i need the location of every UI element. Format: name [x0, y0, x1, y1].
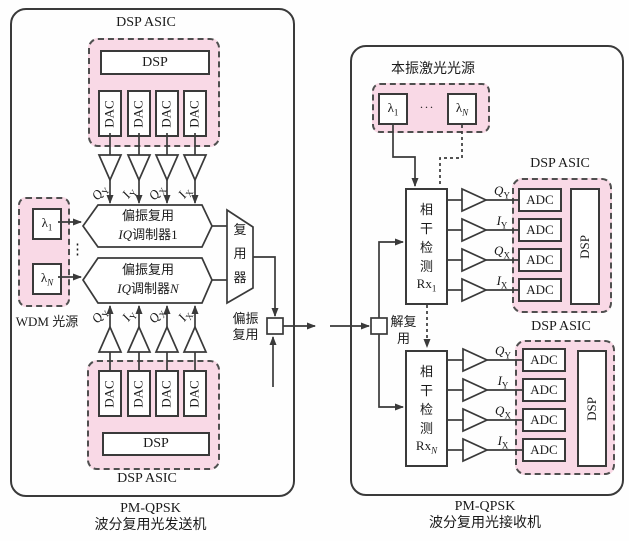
- polmux-label: 偏振复用: [232, 311, 259, 342]
- mux-label: 复用器: [233, 222, 247, 285]
- dsp-label: DSP: [576, 234, 592, 259]
- tx-dsp-bottom-box: DSP: [102, 432, 210, 456]
- dac-box-bot-1: DAC: [98, 370, 122, 417]
- dac-box-top-2: DAC: [127, 90, 151, 137]
- signal-label: QX: [495, 403, 511, 421]
- dac-label: DAC: [159, 379, 175, 408]
- receiver-outer-box: [350, 45, 624, 496]
- transmitter-outer-box: [10, 8, 295, 497]
- signal-label: IY: [496, 213, 508, 231]
- signal-label: IX: [496, 273, 508, 291]
- adc-label: ADC: [526, 282, 554, 297]
- dsp-label: DSP: [583, 396, 599, 421]
- adc-label: ADC: [530, 412, 558, 427]
- rx-dsp-vertical-box: DSP: [570, 188, 600, 305]
- tx-caption: PM-QPSK 波分复用光发送机: [94, 501, 207, 533]
- signal-label: IX: [497, 433, 509, 451]
- tx-dsp-asic-bottom-label: DSP ASIC: [117, 471, 177, 486]
- adc-label: ADC: [526, 222, 554, 237]
- wdm-source-label: WDM 光源: [15, 314, 79, 329]
- adc-box: ADC: [518, 248, 562, 272]
- lo-hdots: ···: [419, 100, 435, 114]
- lo-lambda-n-box: λN: [447, 93, 477, 125]
- adc-box: ADC: [522, 378, 566, 402]
- tx-dsp-asic-top-label: DSP ASIC: [116, 15, 176, 30]
- adc-label: ADC: [530, 442, 558, 457]
- rx-dsp-vertical-box: DSP: [577, 350, 607, 467]
- adc-box: ADC: [522, 438, 566, 462]
- adc-box: ADC: [518, 188, 562, 212]
- dac-label: DAC: [187, 99, 203, 128]
- dac-box-bot-3: DAC: [155, 370, 179, 417]
- coherent-label: 相干检测: [419, 201, 433, 274]
- signal-label: QY: [495, 343, 511, 361]
- signal-label: QX: [494, 243, 510, 261]
- dac-box-bot-4: DAC: [183, 370, 207, 417]
- dac-box-top-4: DAC: [183, 90, 207, 137]
- signal-label: QY: [494, 183, 510, 201]
- dac-label: DAC: [131, 99, 147, 128]
- rx-dsp-asic-lower-label: DSP ASIC: [531, 319, 591, 334]
- lambda-1-label: λ1: [41, 215, 53, 233]
- signal-label: IY: [497, 373, 509, 391]
- dac-label: DAC: [102, 379, 118, 408]
- dac-box-bot-2: DAC: [127, 370, 151, 417]
- lo-lambda-1-box: λ1: [378, 93, 408, 125]
- adc-box: ADC: [522, 348, 566, 372]
- dac-label: DAC: [187, 379, 203, 408]
- adc-box: ADC: [522, 408, 566, 432]
- adc-box: ADC: [518, 278, 562, 302]
- adc-label: ADC: [526, 192, 554, 207]
- dac-label: DAC: [131, 379, 147, 408]
- dsp-label: DSP: [142, 54, 168, 70]
- lambda-n-label: λN: [455, 100, 469, 118]
- dac-label: DAC: [102, 99, 118, 128]
- adc-box: ADC: [518, 218, 562, 242]
- dac-box-top-3: DAC: [155, 90, 179, 137]
- wdm-lambda-1-box: λ1: [32, 208, 62, 240]
- dac-label: DAC: [159, 99, 175, 128]
- adc-label: ADC: [530, 352, 558, 367]
- wdm-lambda-n-box: λN: [32, 263, 62, 295]
- coherent-rx1-box: 相干检测 Rx1: [405, 188, 448, 305]
- wdm-vdots: ⋮: [70, 242, 85, 258]
- dac-box-top-1: DAC: [98, 90, 122, 137]
- lambda-1-label: λ1: [387, 100, 399, 118]
- rx-dsp-asic-upper-label: DSP ASIC: [530, 156, 590, 171]
- tx-dsp-top-box: DSP: [100, 50, 210, 75]
- rx1-label: Rx1: [416, 275, 437, 294]
- rxn-label: RxN: [415, 437, 438, 456]
- modulator-1-label: 偏振复用 IQ调制器1: [118, 208, 178, 242]
- coherent-label: 相干检测: [419, 363, 433, 436]
- rx-caption: PM-QPSK 波分复用光接收机: [429, 499, 541, 531]
- demux-label: 解复用: [390, 314, 417, 346]
- coherent-rxn-box: 相干检测 RxN: [405, 350, 448, 467]
- adc-label: ADC: [530, 382, 558, 397]
- lambda-n-label: λN: [40, 270, 54, 288]
- dsp-label: DSP: [143, 436, 169, 451]
- adc-label: ADC: [526, 252, 554, 267]
- lo-source-label: 本振激光光源: [391, 62, 475, 77]
- modulator-n-label: 偏振复用 IQ调制器N: [117, 262, 179, 296]
